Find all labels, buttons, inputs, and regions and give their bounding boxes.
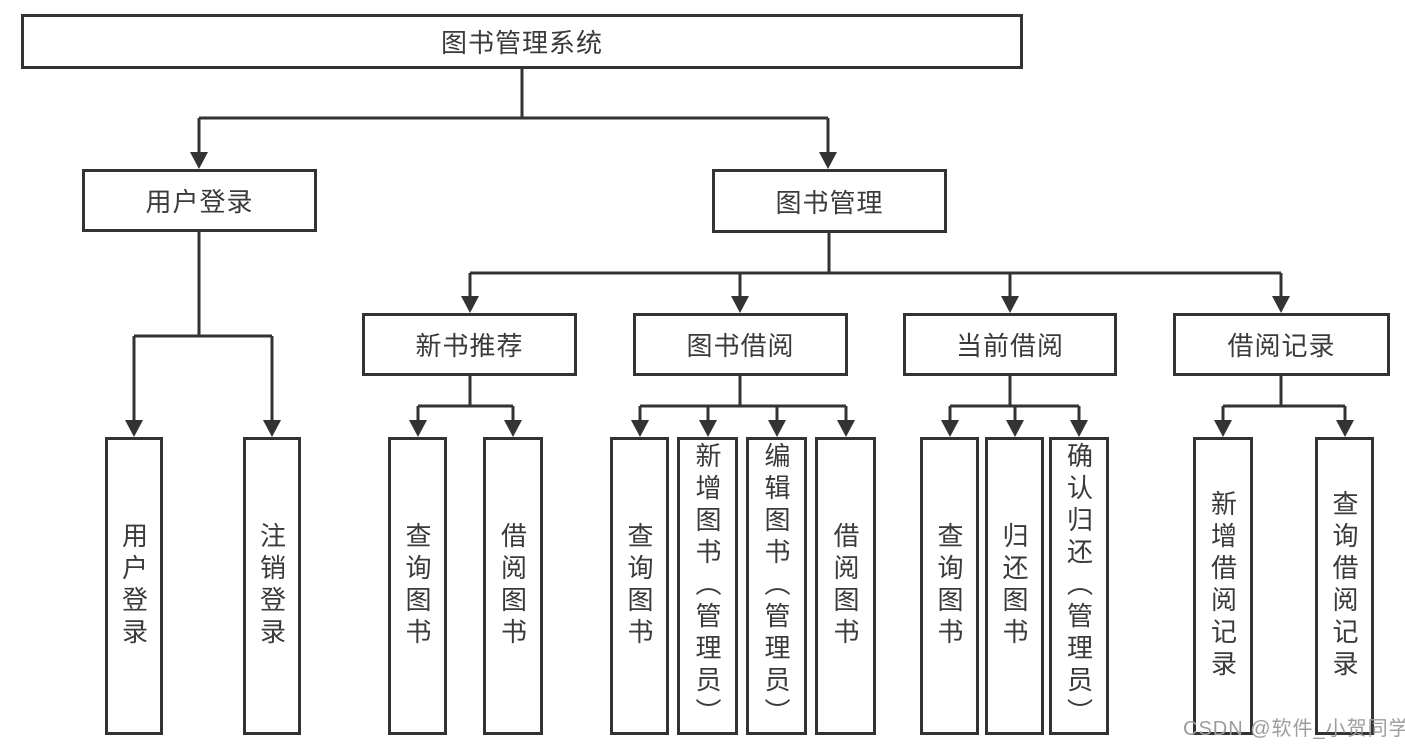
leaf-borrow-books-borrow: 借阅图书 — [815, 437, 876, 735]
arrowhead — [263, 420, 281, 437]
watermark: CSDN @软件_小贺同学 — [1183, 718, 1405, 740]
node-current-borrow: 当前借阅 — [903, 313, 1117, 376]
leaf-return-book: 归还图书 — [985, 437, 1044, 735]
arrowhead — [1006, 420, 1024, 437]
arrowhead — [1214, 420, 1232, 437]
node-book-borrow: 图书借阅 — [633, 313, 848, 376]
connector-lines — [132, 69, 1347, 423]
arrowhead — [1336, 420, 1354, 437]
arrowhead — [1001, 296, 1019, 313]
leaf-edit-book-admin: 编辑图书（管理员） — [746, 437, 807, 735]
arrowhead — [699, 420, 717, 437]
leaf-query-books-recommend: 查询图书 — [388, 437, 447, 735]
leaf-user-login: 用户登录 — [105, 437, 163, 735]
leaf-query-borrow-record: 查询借阅记录 — [1315, 437, 1374, 735]
arrowhead — [631, 420, 649, 437]
leaf-query-books-current: 查询图书 — [920, 437, 979, 735]
arrowhead — [190, 152, 208, 169]
arrowhead — [941, 420, 959, 437]
node-book-management-system: 图书管理系统 — [21, 14, 1023, 69]
node-new-book-recommend: 新书推荐 — [362, 313, 577, 376]
arrowhead — [731, 296, 749, 313]
leaf-confirm-return-admin: 确认归还（管理员） — [1049, 437, 1109, 735]
arrowhead — [1272, 296, 1290, 313]
arrowhead — [768, 420, 786, 437]
arrowhead — [125, 420, 143, 437]
arrowhead — [461, 296, 479, 313]
leaf-query-books-borrow: 查询图书 — [610, 437, 669, 735]
leaf-logout: 注销登录 — [243, 437, 301, 735]
leaf-add-borrow-record: 新增借阅记录 — [1193, 437, 1253, 735]
leaf-add-book-admin: 新增图书（管理员） — [677, 437, 738, 735]
arrowhead — [504, 420, 522, 437]
arrowhead — [837, 420, 855, 437]
arrowheads — [125, 152, 1354, 437]
node-book-management: 图书管理 — [712, 169, 947, 233]
arrowhead — [409, 420, 427, 437]
leaf-borrow-books-recommend: 借阅图书 — [483, 437, 543, 735]
arrowhead — [819, 152, 837, 169]
arrowhead — [1070, 420, 1088, 437]
node-borrow-records: 借阅记录 — [1173, 313, 1390, 376]
node-user-login: 用户登录 — [82, 169, 317, 232]
